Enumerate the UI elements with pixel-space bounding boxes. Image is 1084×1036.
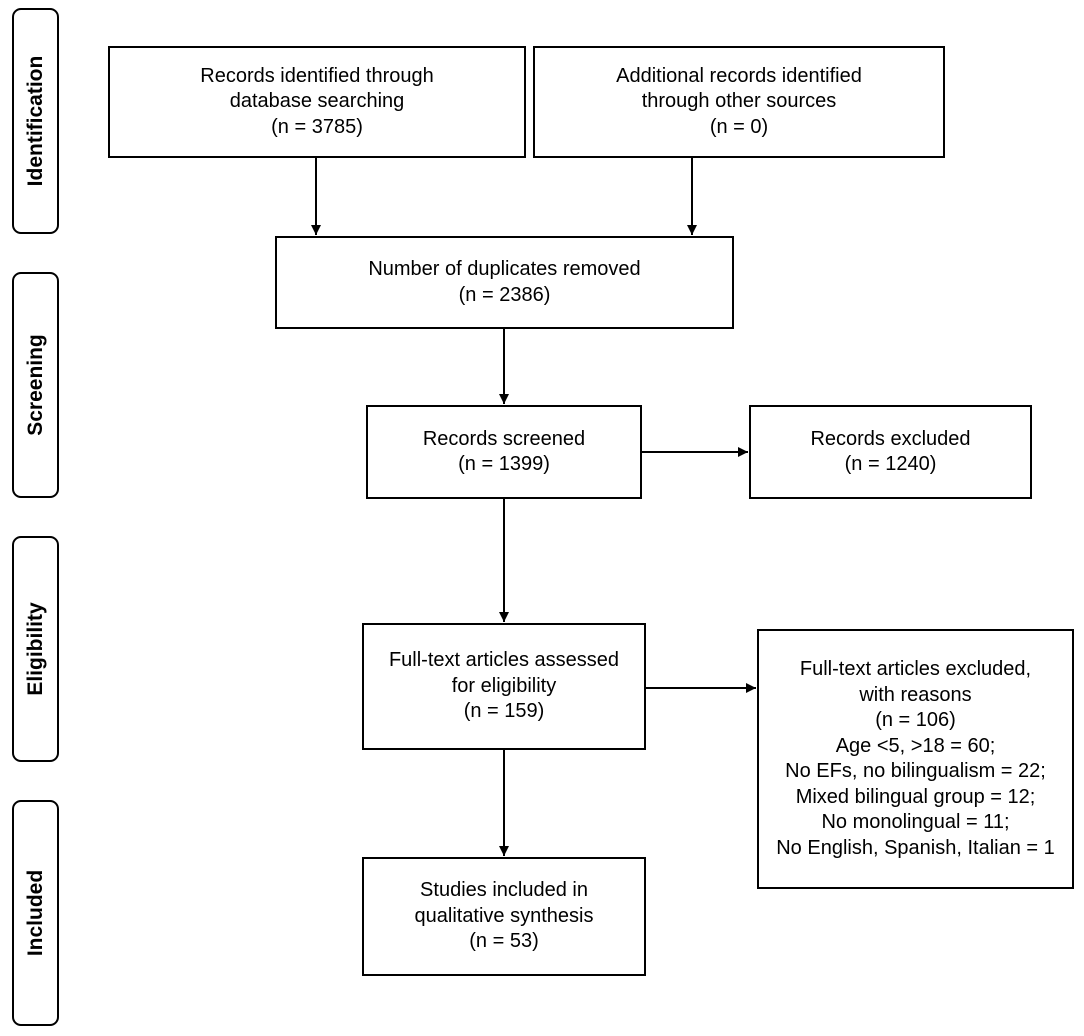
box-studies-included: Studies included in qualitative synthesi… bbox=[362, 857, 646, 976]
box-other-sources: Additional records identified through ot… bbox=[533, 46, 945, 158]
box-line: Records excluded bbox=[810, 427, 971, 450]
box-line: Age <5, >18 = 60; bbox=[835, 734, 996, 757]
box-line: (n = 106) bbox=[875, 709, 956, 731]
box-line: Number of duplicates removed bbox=[368, 258, 641, 280]
box-line: qualitative synthesis bbox=[414, 904, 594, 927]
box-line: (n = 3785) bbox=[271, 115, 363, 138]
box-line: for eligibility bbox=[451, 674, 557, 697]
box-line: Records identified through bbox=[200, 64, 434, 87]
box-line: through other sources bbox=[641, 90, 837, 113]
box-records-screened: Records screened (n = 1399) bbox=[366, 405, 642, 499]
box-line: Additional records identified bbox=[616, 64, 862, 87]
box-line: database searching bbox=[229, 90, 405, 113]
box-line: Records screened bbox=[422, 427, 586, 450]
box-line: with reasons bbox=[859, 683, 972, 706]
box-line: (n = 53) bbox=[469, 930, 539, 953]
box-line: Studies included in bbox=[420, 879, 588, 902]
box-line: No EFs, no bilingualism = 22; bbox=[785, 760, 1046, 782]
box-fulltext-assessed: Full-text articles assessed for eligibil… bbox=[362, 623, 646, 750]
box-line: (n = 1399) bbox=[458, 453, 550, 475]
stage-included: Included bbox=[12, 800, 59, 1026]
box-line: Mixed bilingual group = 12; bbox=[795, 785, 1036, 808]
box-line: (n = 159) bbox=[463, 700, 545, 723]
box-line: Full-text articles excluded, bbox=[799, 658, 1032, 680]
box-database-search: Records identified through database sear… bbox=[108, 46, 526, 158]
box-line: (n = 0) bbox=[709, 115, 769, 138]
stage-eligibility: Eligibility bbox=[12, 536, 59, 762]
box-line: (n = 2386) bbox=[458, 283, 551, 306]
box-duplicates-removed: Number of duplicates removed (n = 2386) bbox=[275, 236, 734, 329]
stage-screening: Screening bbox=[12, 272, 59, 498]
box-line: No monolingual = 11; bbox=[821, 811, 1010, 833]
box-records-excluded: Records excluded (n = 1240) bbox=[749, 405, 1032, 499]
box-line: (n = 1240) bbox=[844, 453, 937, 475]
box-line: No English, Spanish, Italian = 1 bbox=[776, 836, 1055, 859]
stage-identification: Identification bbox=[12, 8, 59, 234]
box-line: Full-text articles assessed bbox=[388, 649, 620, 672]
box-fulltext-excluded: Full-text articles excluded, with reason… bbox=[757, 629, 1074, 889]
